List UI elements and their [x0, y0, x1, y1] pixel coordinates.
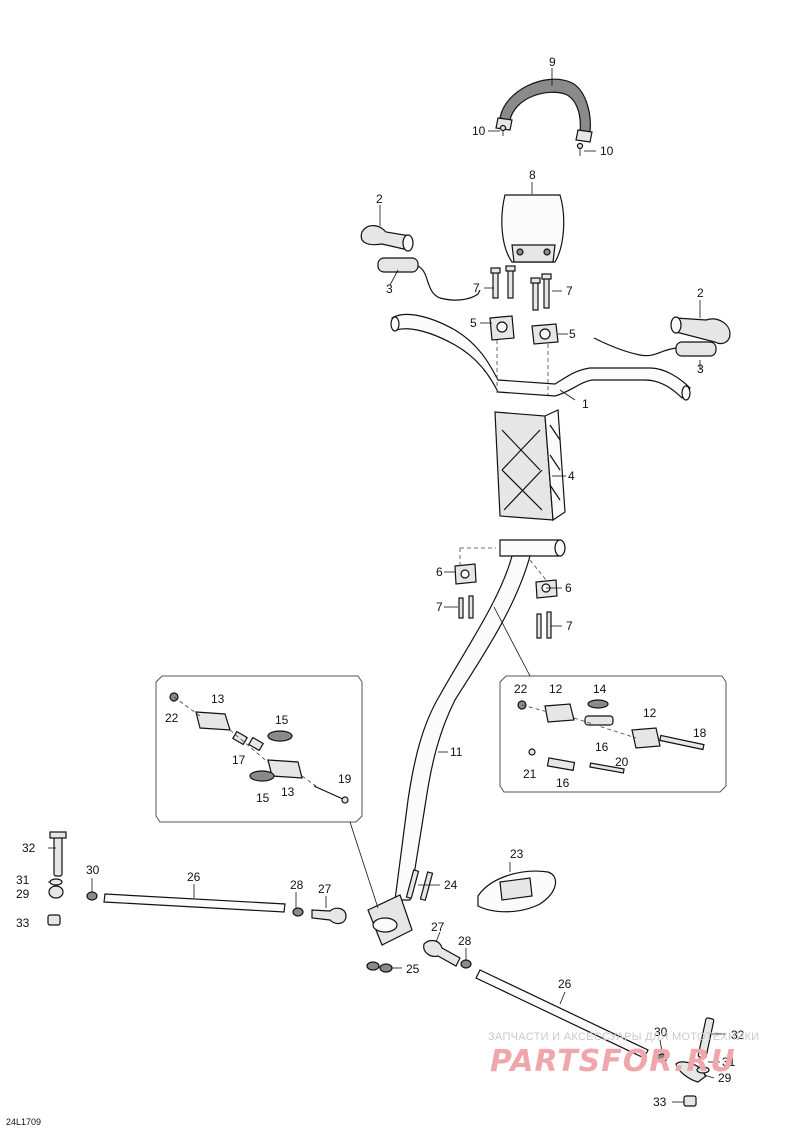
- callout-21: 21: [523, 767, 537, 781]
- callout-4: 4: [568, 469, 575, 483]
- grab-handle-screws: [499, 124, 584, 156]
- callout-23: 23: [510, 847, 524, 861]
- callout-7-upper-left: 7: [473, 281, 480, 295]
- callout-7-lower-right: 7: [566, 619, 573, 633]
- tie-rod-right-part: [423, 939, 715, 1107]
- callout-16-upper: 16: [595, 740, 609, 754]
- handlebar-part: [390, 313, 691, 401]
- handlebar-pad-part: [501, 194, 565, 263]
- callout-7-lower-left: 7: [436, 600, 443, 614]
- tie-rod-left-part: [47, 831, 347, 926]
- callout-12-right: 12: [643, 706, 657, 720]
- upper-clamp-bolts: [490, 265, 552, 395]
- callout-22-right: 22: [514, 682, 528, 696]
- callout-10-right: 10: [600, 144, 614, 158]
- callout-33-right: 33: [653, 1095, 667, 1109]
- cover-plate-part: [477, 870, 557, 913]
- callout-13-upper: 13: [211, 692, 225, 706]
- callout-33-left: 33: [16, 916, 30, 930]
- riser-block-part: [494, 409, 566, 522]
- callout-3-right: 3: [697, 362, 704, 376]
- upper-clamp-left-part: [489, 315, 515, 341]
- drawing-code: 24L1709: [6, 1117, 42, 1127]
- callout-31-right: 31: [722, 1055, 736, 1069]
- callout-labels: 9 10 10 8 2 3 7 7 2 5 5 3 1 4 6 6 7 7 22…: [16, 55, 745, 1109]
- callout-14: 14: [593, 682, 607, 696]
- callout-27-right: 27: [431, 920, 445, 934]
- upper-clamp-right-part: [531, 323, 559, 345]
- column-bolts: [366, 869, 434, 973]
- callout-25: 25: [406, 962, 420, 976]
- lower-clamp-bolts: [458, 547, 552, 639]
- callout-6-left: 6: [436, 565, 443, 579]
- grip-right-part: [670, 316, 731, 345]
- inset-box-left: [155, 675, 363, 823]
- lower-clamp-right-part: [535, 579, 558, 599]
- steering-column-part: [367, 539, 566, 946]
- callout-15-upper: 15: [275, 713, 289, 727]
- watermark-tagline: ЗАПЧАСТИ И АКСЕССУАРЫ ДЛЯ МОТОТЕХНИКИ: [488, 1031, 760, 1043]
- callout-5-right: 5: [569, 327, 576, 341]
- leader-lines: [48, 68, 726, 1103]
- callout-10-left: 10: [472, 124, 486, 138]
- callout-6-right: 6: [565, 581, 572, 595]
- grip-heater-right-part: [593, 337, 717, 357]
- callout-28-right: 28: [458, 934, 472, 948]
- callout-11: 11: [450, 745, 463, 759]
- callout-29-right: 29: [718, 1071, 732, 1085]
- lower-clamp-left-part: [454, 563, 477, 585]
- callout-15-lower: 15: [256, 791, 270, 805]
- callout-22-left: 22: [165, 711, 179, 725]
- grab-handle-part: [495, 78, 593, 143]
- callout-8: 8: [529, 168, 536, 182]
- callout-30-left: 30: [86, 863, 100, 877]
- callout-1: 1: [582, 397, 589, 411]
- callout-29-left: 29: [16, 887, 30, 901]
- grip-left-part: [360, 225, 414, 252]
- callout-28-left: 28: [290, 878, 304, 892]
- callout-7-upper-right: 7: [566, 284, 573, 298]
- callout-31-left: 31: [16, 873, 30, 887]
- callout-19: 19: [338, 772, 352, 786]
- callout-2-left: 2: [376, 192, 383, 206]
- callout-16-lower: 16: [556, 776, 570, 790]
- callout-17: 17: [232, 753, 246, 767]
- inset-box-right: [499, 675, 727, 793]
- callout-27-left: 27: [318, 882, 332, 896]
- callout-13-lower: 13: [281, 785, 295, 799]
- callout-2-right: 2: [697, 286, 704, 300]
- callout-5-left: 5: [470, 316, 477, 330]
- callout-18: 18: [693, 726, 707, 740]
- callout-12-left: 12: [549, 682, 563, 696]
- callout-30-right: 30: [654, 1025, 668, 1039]
- callout-26-right: 26: [558, 977, 572, 991]
- grip-heater-left-part: [377, 257, 481, 301]
- callout-32-left: 32: [22, 841, 36, 855]
- callout-9: 9: [549, 55, 556, 69]
- callout-3-left: 3: [386, 282, 393, 296]
- watermark-logo: PARTSFOR.RU: [490, 1044, 736, 1079]
- callout-24: 24: [444, 878, 458, 892]
- callout-26-left: 26: [187, 870, 201, 884]
- callout-32-right: 32: [731, 1028, 745, 1042]
- callout-20: 20: [615, 755, 629, 769]
